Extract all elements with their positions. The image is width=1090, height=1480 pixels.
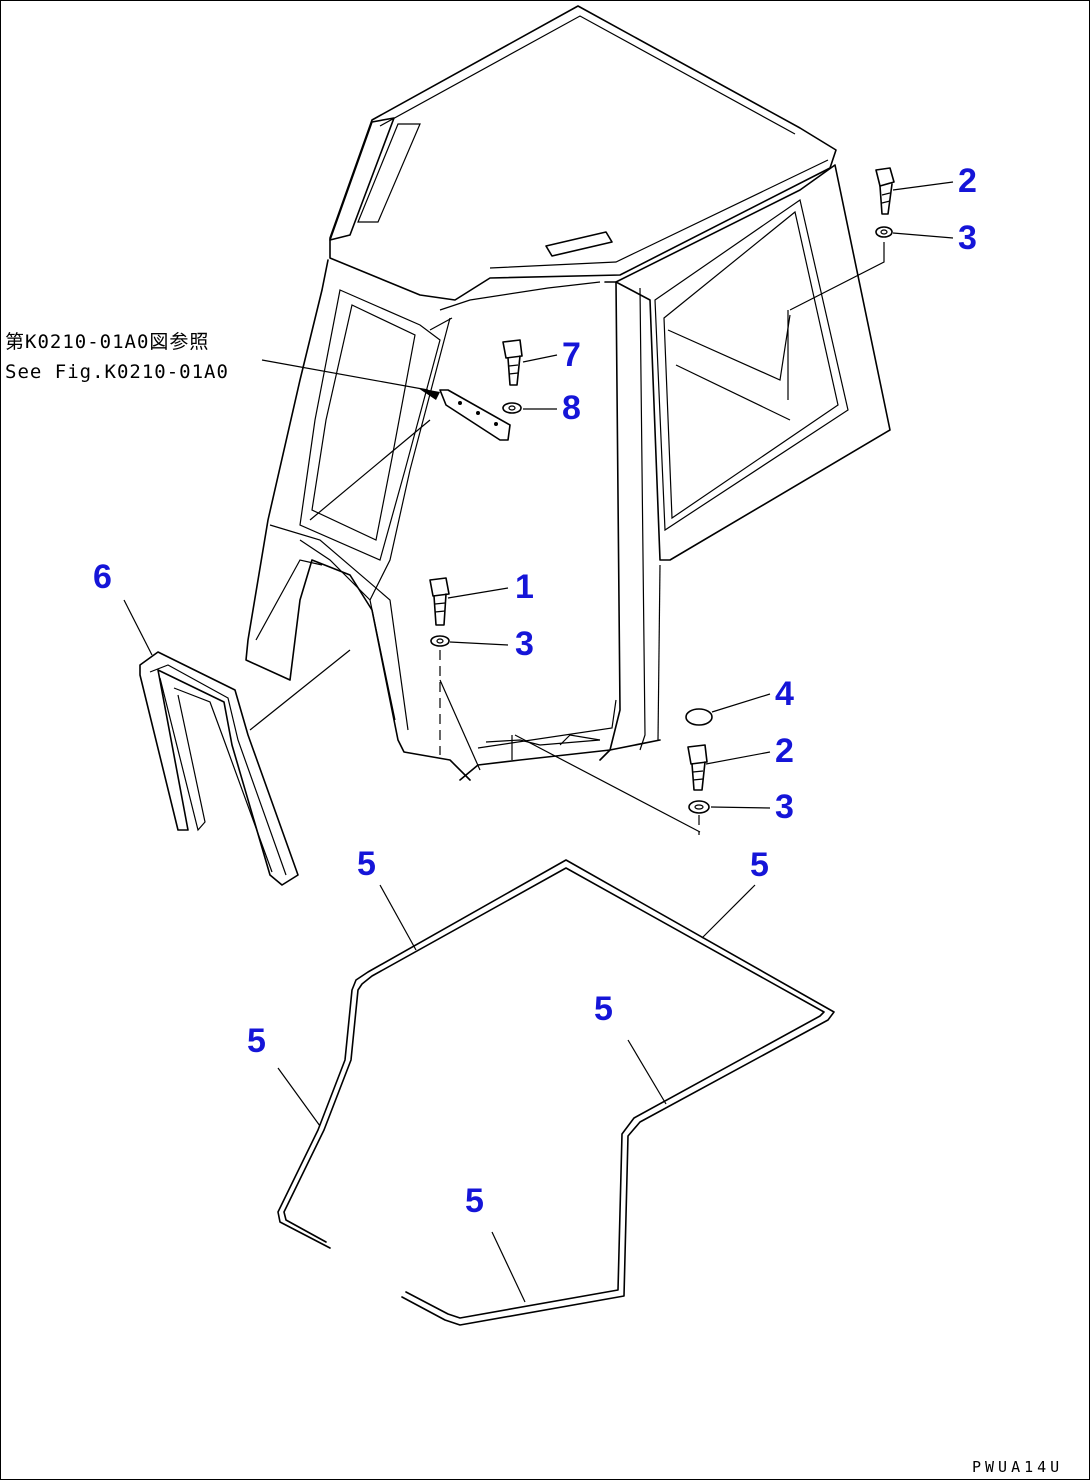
- drawing-code: PWUA14U: [972, 1458, 1063, 1476]
- callout-5-top-left: 5: [357, 845, 376, 883]
- bolt-center-upper: [502, 339, 523, 386]
- callout-4: 4: [775, 675, 794, 713]
- callout-8: 8: [562, 389, 581, 427]
- bolt-lower-right: [687, 744, 708, 791]
- washer-lower-right: [688, 800, 710, 814]
- weather-strip: [277, 859, 835, 1326]
- callout-5-bottom: 5: [465, 1182, 484, 1220]
- leader-lines: [123, 181, 954, 1303]
- callout-5-left: 5: [247, 1022, 266, 1060]
- reference-note-japanese: 第K0210-01A0図参照: [5, 331, 209, 353]
- callout-3-lower: 3: [775, 788, 794, 826]
- callout-5-middle: 5: [594, 990, 613, 1028]
- cap-lower-right: [685, 708, 713, 726]
- callout-3-upper: 3: [958, 219, 977, 257]
- washer-upper-right: [875, 226, 893, 238]
- cab-body: [245, 5, 891, 781]
- callout-2-upper: 2: [958, 162, 977, 200]
- callout-3-middle: 3: [515, 625, 534, 663]
- reference-note-english: See Fig.K0210-01A0: [5, 361, 229, 383]
- reference-note: 第K0210-01A0図参照 See Fig.K0210-01A0: [5, 331, 229, 383]
- washer-center-lower: [430, 635, 450, 647]
- callout-2-lower: 2: [775, 732, 794, 770]
- callout-1: 1: [515, 568, 534, 606]
- callout-labels: 2 3 7 8 1 3 6 4 2 3 5 5 5 5 5: [93, 162, 977, 1220]
- bolt-center-lower: [429, 577, 450, 626]
- callout-5-top-right: 5: [750, 846, 769, 884]
- washer-center-upper: [502, 402, 522, 414]
- corner-seal: [139, 649, 351, 886]
- callout-7: 7: [562, 336, 581, 374]
- callout-6: 6: [93, 558, 112, 596]
- bolt-upper-right: [875, 167, 895, 215]
- assembly-lines: [309, 242, 885, 835]
